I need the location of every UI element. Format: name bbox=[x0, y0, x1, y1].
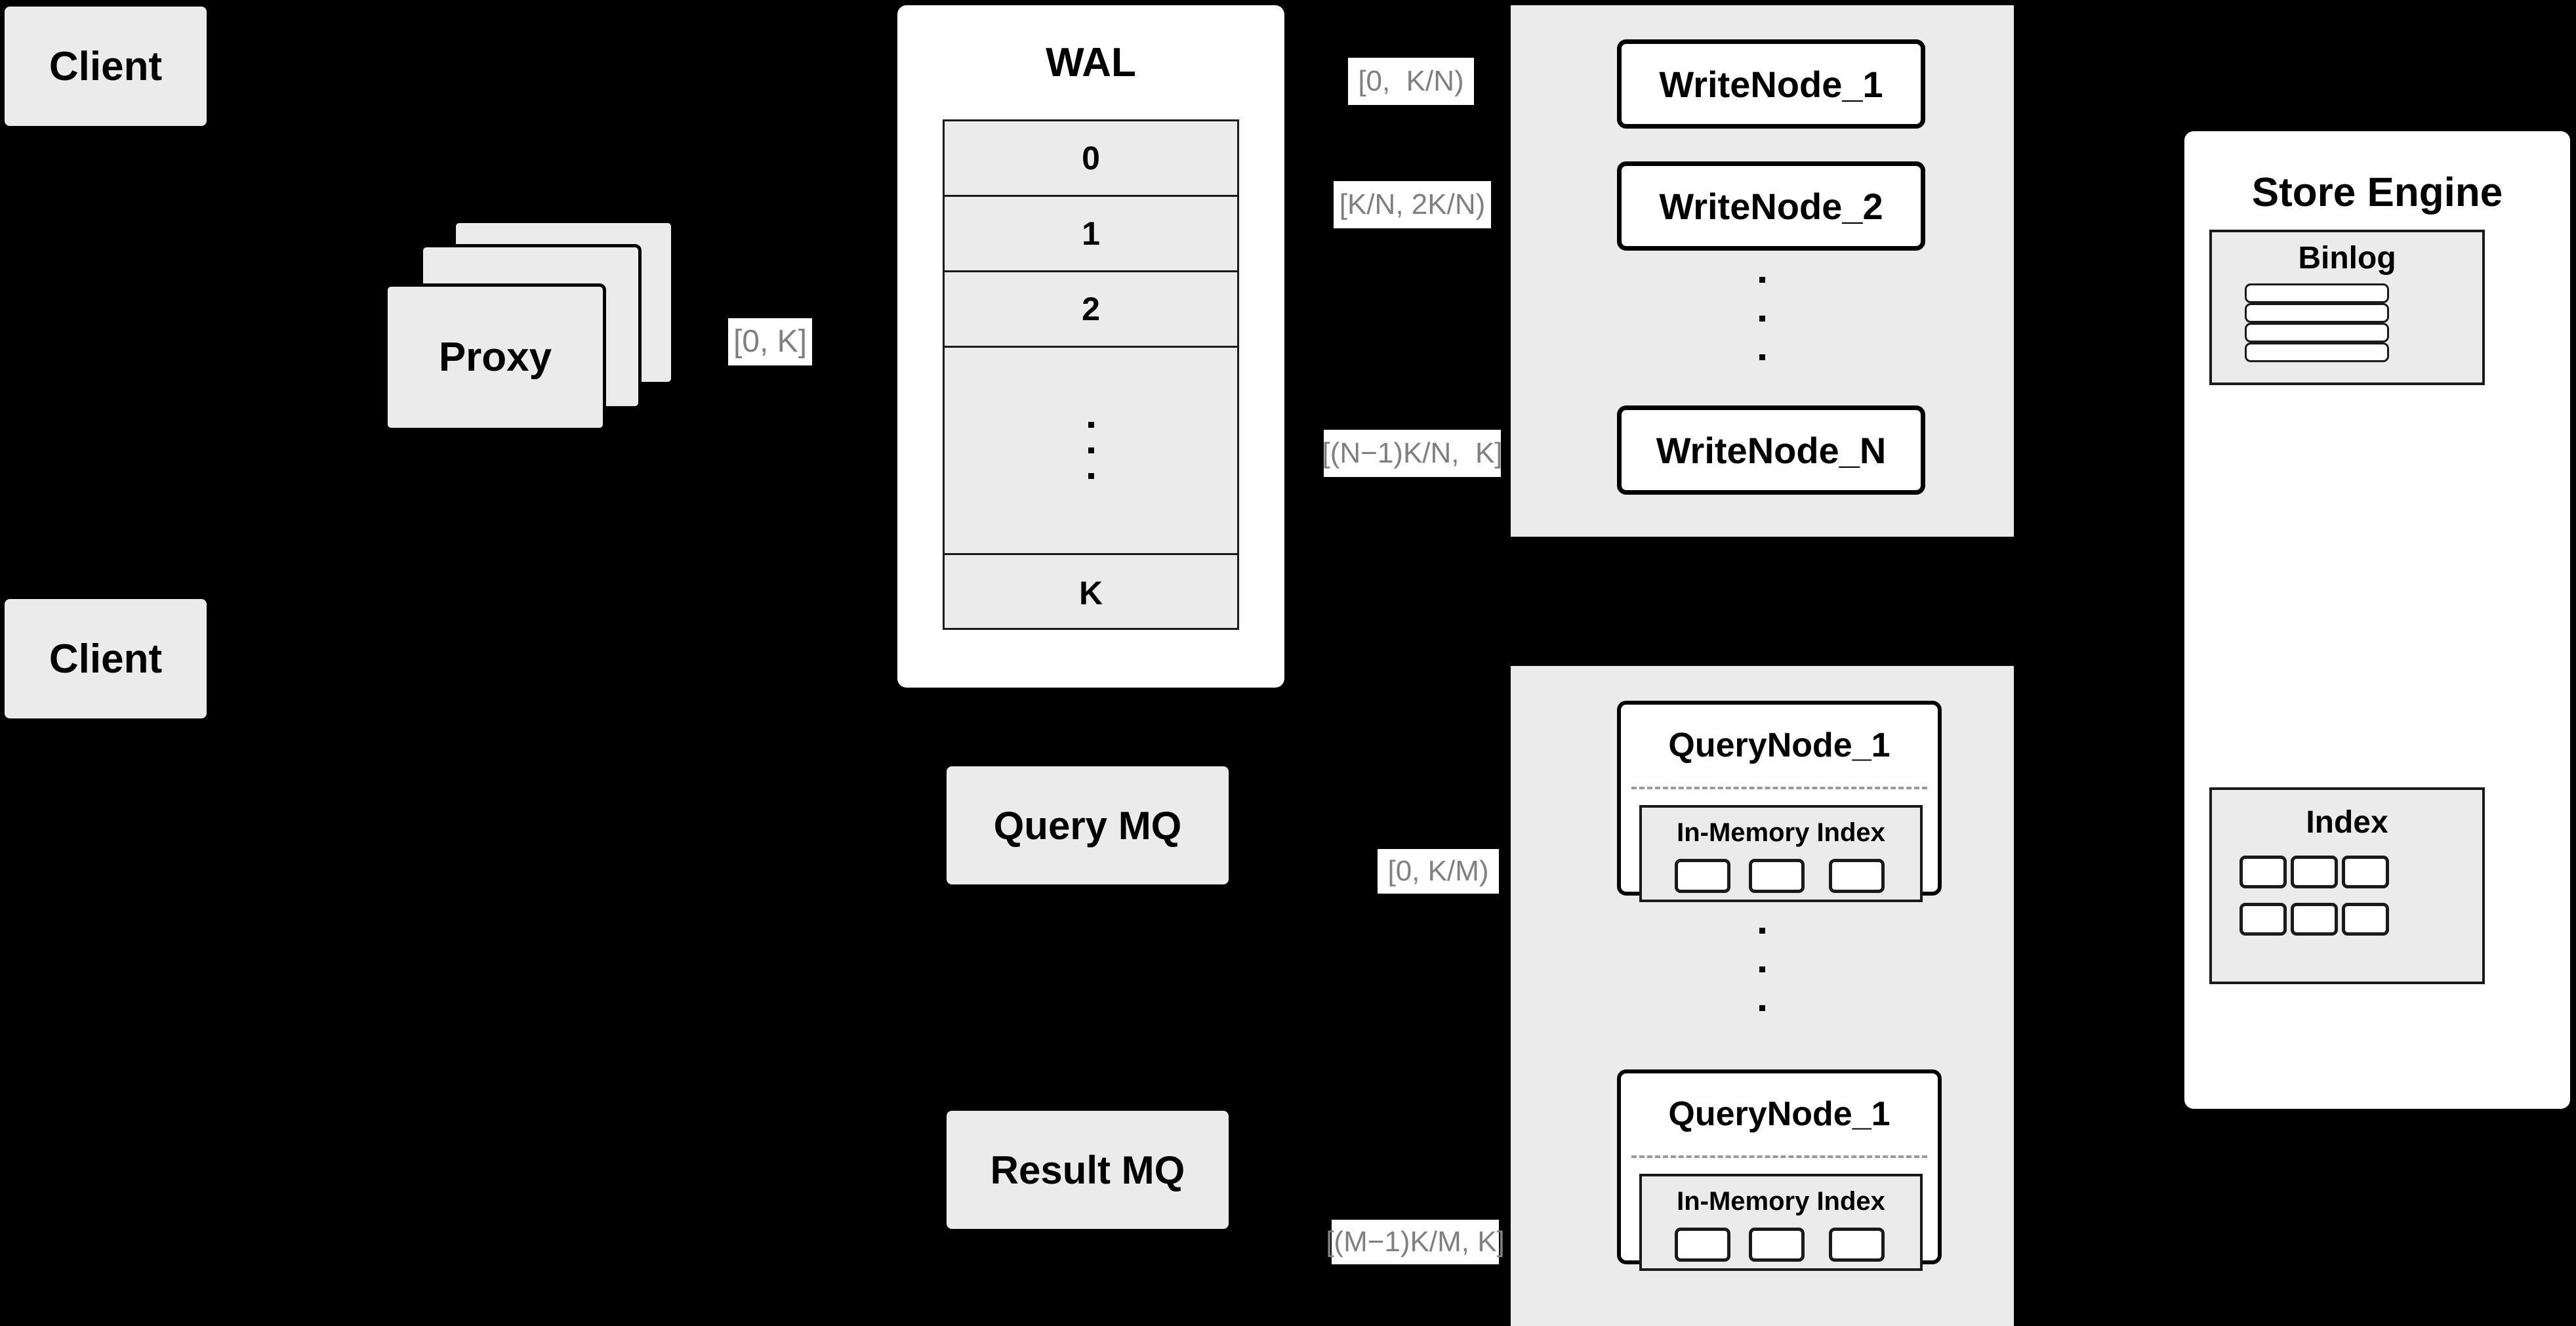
query-mq-label: Query MQ bbox=[993, 803, 1182, 848]
index-chip-m-3 bbox=[1829, 1228, 1885, 1262]
query-mq-box[interactable]: Query MQ bbox=[947, 766, 1229, 884]
write-node-n[interactable]: WriteNode_N bbox=[1617, 405, 1925, 495]
wal-ellipsis-dot-1 bbox=[1088, 422, 1094, 428]
index-cell-5 bbox=[2291, 903, 2338, 936]
query-node-1-title: QueryNode_1 bbox=[1668, 726, 1891, 764]
range-label-writenode-2: [K/N, 2K/N) bbox=[1334, 181, 1491, 228]
write-node-group: WriteNode_1 WriteNode_2 WriteNode_N bbox=[1511, 5, 2014, 537]
query-ellipsis-dot-1 bbox=[1759, 928, 1765, 934]
write-node-2-label: WriteNode_2 bbox=[1659, 185, 1883, 227]
write-node-1-label: WriteNode_1 bbox=[1659, 63, 1883, 105]
write-node-ellipsis bbox=[1511, 268, 2014, 369]
binlog-bar-3 bbox=[2245, 323, 2389, 342]
query-ellipsis-dot-2 bbox=[1759, 966, 1765, 972]
query-node-ellipsis bbox=[1511, 919, 2014, 1020]
result-mq-label: Result MQ bbox=[990, 1148, 1185, 1192]
write-node-1[interactable]: WriteNode_1 bbox=[1617, 39, 1925, 129]
proxy-label: Proxy bbox=[438, 335, 552, 380]
wal-row-0: 0 bbox=[945, 121, 1237, 197]
binlog-bar-2 bbox=[2245, 303, 2389, 323]
wal-title: WAL bbox=[1046, 40, 1136, 85]
result-mq-box[interactable]: Result MQ bbox=[947, 1111, 1229, 1229]
query-node-group: QueryNode_1 In-Memory Index QueryNode_1 … bbox=[1511, 666, 2014, 1326]
wal-ellipsis-dot-2 bbox=[1088, 447, 1094, 453]
index-title: Index bbox=[2306, 805, 2388, 840]
client-label-1: Client bbox=[49, 43, 163, 89]
query-node-m-title: QueryNode_1 bbox=[1668, 1095, 1891, 1133]
index-box: Index bbox=[2209, 787, 2485, 984]
write-ellipsis-dot-2 bbox=[1759, 316, 1765, 321]
write-node-n-label: WriteNode_N bbox=[1656, 429, 1887, 471]
range-label-querynode-m: [(M−1)K/M, K] bbox=[1326, 1220, 1505, 1264]
query-ellipsis-dot-3 bbox=[1759, 1005, 1765, 1011]
index-cell-4 bbox=[2239, 903, 2287, 936]
wal-row-ellipsis bbox=[945, 348, 1237, 555]
query-node-1-divider bbox=[1631, 787, 1927, 789]
wal-table: 0 1 2 K bbox=[943, 119, 1239, 630]
range-label-querynode-1: [0, K/M) bbox=[1378, 849, 1499, 894]
wal-ellipsis-dot-3 bbox=[1088, 473, 1094, 479]
client-box-1[interactable]: Client bbox=[5, 7, 207, 126]
wal-row-k: K bbox=[1078, 574, 1103, 611]
index-chip-m-1 bbox=[1675, 1228, 1730, 1262]
range-label-proxy-to-wal: [0, K] bbox=[728, 318, 812, 365]
index-cell-1 bbox=[2239, 856, 2287, 888]
in-memory-index-1: In-Memory Index bbox=[1639, 805, 1923, 902]
write-node-2[interactable]: WriteNode_2 bbox=[1617, 161, 1925, 251]
store-engine-title: Store Engine bbox=[2251, 170, 2503, 215]
in-memory-index-m-title: In-Memory Index bbox=[1677, 1187, 1885, 1216]
in-memory-index-1-title: In-Memory Index bbox=[1677, 818, 1885, 847]
query-node-1[interactable]: QueryNode_1 In-Memory Index bbox=[1617, 701, 1942, 902]
proxy-box[interactable]: Proxy bbox=[384, 283, 606, 431]
index-chip-m-2 bbox=[1749, 1228, 1805, 1262]
store-engine-panel: Store Engine Binlog Index bbox=[2184, 131, 2570, 1109]
in-memory-index-m: In-Memory Index bbox=[1639, 1174, 1923, 1271]
binlog-title: Binlog bbox=[2298, 241, 2396, 276]
client-box-2[interactable]: Client bbox=[5, 599, 207, 718]
binlog-bar-1 bbox=[2245, 283, 2389, 303]
write-ellipsis-dot-1 bbox=[1759, 277, 1765, 283]
range-label-writenode-1: [0, K/N) bbox=[1348, 58, 1474, 105]
write-ellipsis-dot-3 bbox=[1759, 354, 1765, 360]
index-cell-6 bbox=[2342, 903, 2389, 936]
index-chip-1-2 bbox=[1749, 859, 1805, 893]
wal-row-1: 1 bbox=[945, 197, 1237, 272]
binlog-box: Binlog bbox=[2209, 230, 2485, 385]
wal-row-2: 2 bbox=[945, 272, 1237, 348]
index-chip-1-1 bbox=[1675, 859, 1730, 893]
index-chip-1-3 bbox=[1829, 859, 1885, 893]
index-cell-2 bbox=[2291, 856, 2338, 888]
range-label-writenode-n: [(N−1)K/N, K] bbox=[1322, 430, 1503, 477]
index-cell-3 bbox=[2342, 856, 2389, 888]
query-node-m[interactable]: QueryNode_1 In-Memory Index bbox=[1617, 1069, 1942, 1271]
binlog-bar-4 bbox=[2245, 342, 2389, 362]
query-node-m-divider bbox=[1631, 1155, 1927, 1158]
client-label-2: Client bbox=[49, 636, 163, 682]
